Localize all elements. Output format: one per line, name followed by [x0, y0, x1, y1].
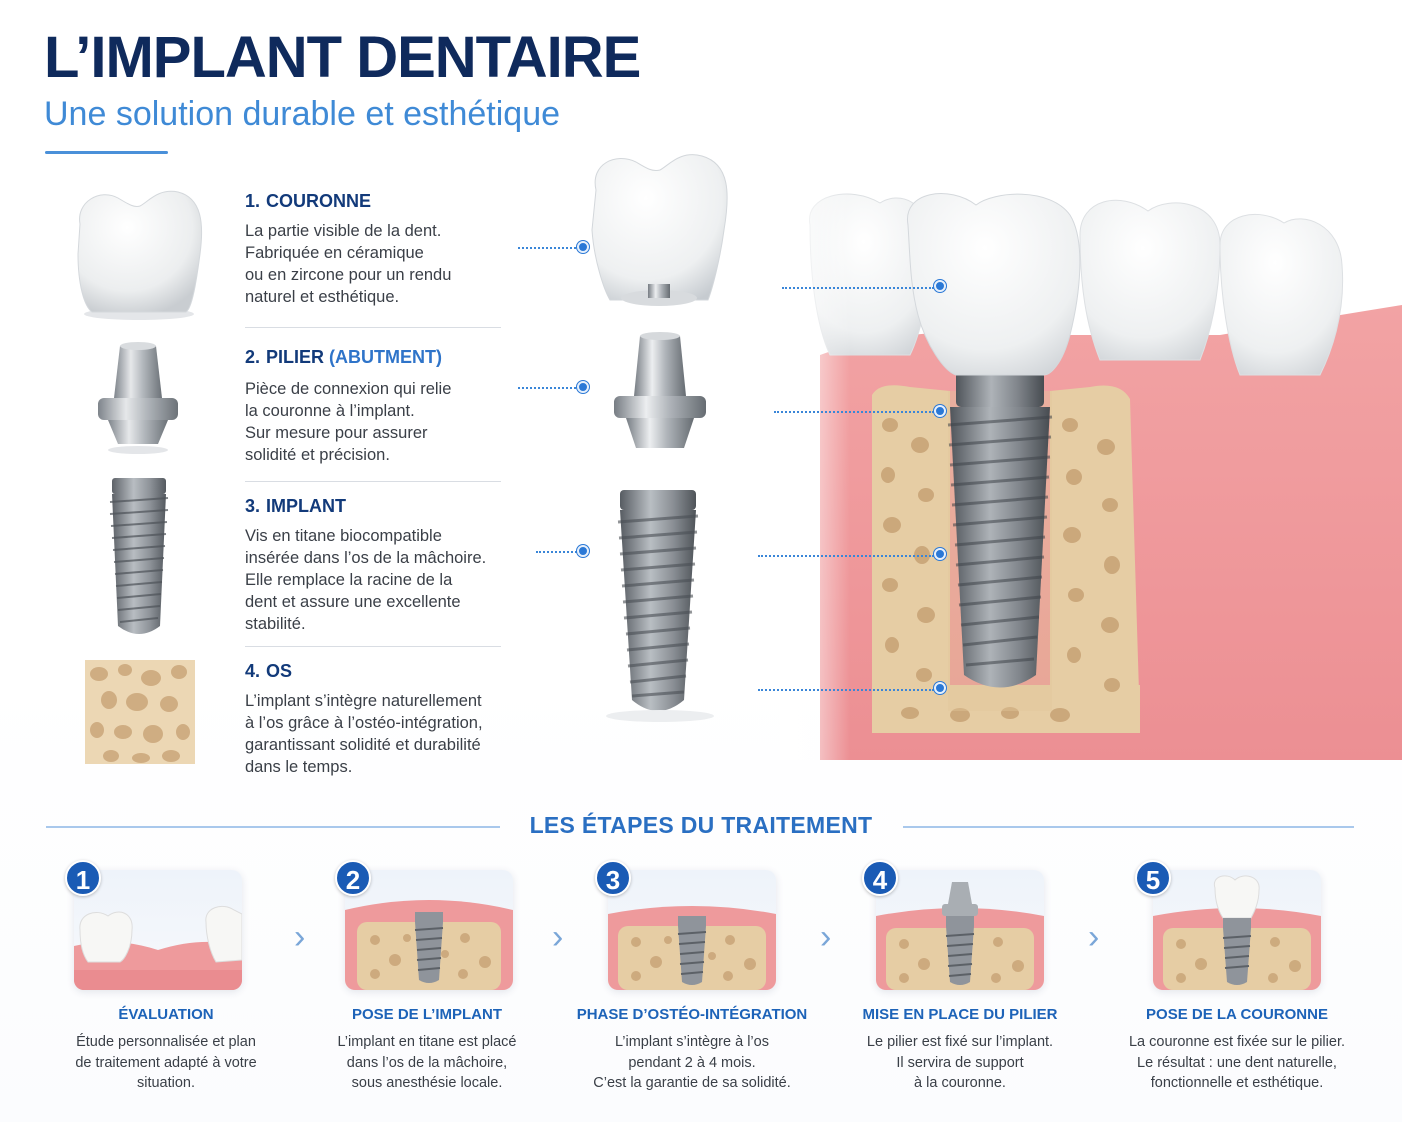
connector-dot	[934, 548, 946, 560]
connector-line	[518, 247, 580, 249]
connector-line	[758, 689, 934, 691]
component-name-accent: (ABUTMENT)	[329, 347, 443, 367]
step-number-badge: 2	[335, 860, 371, 896]
step-description: L’implant s’intègre à l’os pendant 2 à 4…	[593, 1034, 791, 1091]
component-description: L’implant s’intègre naturellement à l’os…	[245, 692, 483, 776]
component-name: IMPLANT	[266, 496, 347, 516]
step-number-badge: 3	[595, 860, 631, 896]
connector-dot	[934, 682, 946, 694]
chevron-right-icon: ›	[552, 918, 564, 956]
title-underline	[45, 151, 168, 154]
step-description: Étude personnalisée et plan de traitemen…	[75, 1034, 257, 1091]
divider	[245, 327, 501, 328]
component-name: PILIER	[266, 347, 325, 367]
step-name: POSE DE LA COURONNE	[1146, 1006, 1328, 1023]
component-number: 3.	[245, 496, 261, 516]
step-illustration	[608, 870, 776, 990]
connector-line	[518, 387, 580, 389]
step-illustration	[876, 870, 1044, 990]
jaw-cross-section	[780, 185, 1402, 760]
component-crown: 1.COURONNE La partie visible de la dent.…	[245, 190, 505, 308]
component-name: OS	[266, 661, 293, 681]
step-description: L’implant en titane est placé dans l’os …	[337, 1034, 517, 1091]
step-number-badge: 4	[862, 860, 898, 896]
empty-gap-icon	[74, 906, 242, 990]
chevron-right-icon: ›	[294, 918, 306, 956]
connector-dot	[577, 241, 589, 253]
step-illustration	[345, 870, 513, 990]
connector-dot	[934, 280, 946, 292]
step-name: POSE DE L’IMPLANT	[351, 1006, 502, 1023]
component-bone: 4.OS L’implant s’intègre naturellement à…	[245, 660, 505, 778]
step-illustration	[74, 870, 242, 990]
step-name: PHASE D’OSTÉO-INTÉGRATION	[576, 1006, 808, 1023]
component-description: La partie visible de la dent. Fabriquée …	[245, 222, 452, 306]
exploded-view	[591, 154, 728, 722]
connector-line	[758, 555, 934, 557]
crown-thumbnail	[77, 190, 203, 320]
component-abutment: 2.PILIER (ABUTMENT) Pièce de connexion q…	[245, 346, 505, 466]
step-description: La couronne est fixée sur le pilier. Le …	[1128, 1034, 1345, 1091]
component-description: Pièce de connexion qui relie la couronne…	[245, 380, 452, 464]
component-description: Vis en titane biocompatible insérée dans…	[245, 527, 487, 633]
connector-line	[774, 411, 934, 413]
connector-line	[782, 287, 934, 289]
steps-title: LES ÉTAPES DU TRAITEMENT	[529, 812, 873, 838]
page-title: L’IMPLANT DENTAIRE	[44, 25, 641, 90]
step-name: MISE EN PLACE DU PILIER	[862, 1006, 1058, 1023]
abutment-thumbnail	[98, 342, 178, 454]
step-description: Le pilier est fixé sur l’implant. Il ser…	[866, 1034, 1054, 1091]
component-number: 1.	[245, 191, 261, 211]
step-number-badge: 1	[65, 860, 101, 896]
step-number-badge: 5	[1135, 860, 1171, 896]
steps-rule-right	[903, 826, 1354, 828]
divider	[245, 481, 501, 482]
connector-dot	[577, 381, 589, 393]
connector-dot	[577, 545, 589, 557]
osseointegration-icon	[608, 906, 776, 990]
component-name: COURONNE	[266, 191, 372, 211]
implant-placed-icon	[345, 900, 513, 990]
component-implant: 3.IMPLANT Vis en titane biocompatible in…	[245, 495, 505, 635]
abutment-placed-icon	[876, 882, 1044, 990]
divider	[245, 646, 501, 647]
chevron-right-icon: ›	[1088, 918, 1100, 956]
implant-thumbnail	[109, 478, 169, 634]
step-name: ÉVALUATION	[118, 1006, 214, 1023]
chevron-right-icon: ›	[820, 918, 832, 956]
step-illustration	[1153, 870, 1321, 990]
bone-thumbnail	[85, 660, 195, 764]
connector-line	[536, 551, 580, 553]
component-number: 4.	[245, 661, 261, 681]
connector-dot	[934, 405, 946, 417]
component-number: 2.	[245, 347, 261, 367]
steps-rule-left	[46, 826, 500, 828]
crown-placed-icon	[1153, 875, 1321, 990]
page-subtitle: Une solution durable et esthétique	[44, 95, 561, 133]
